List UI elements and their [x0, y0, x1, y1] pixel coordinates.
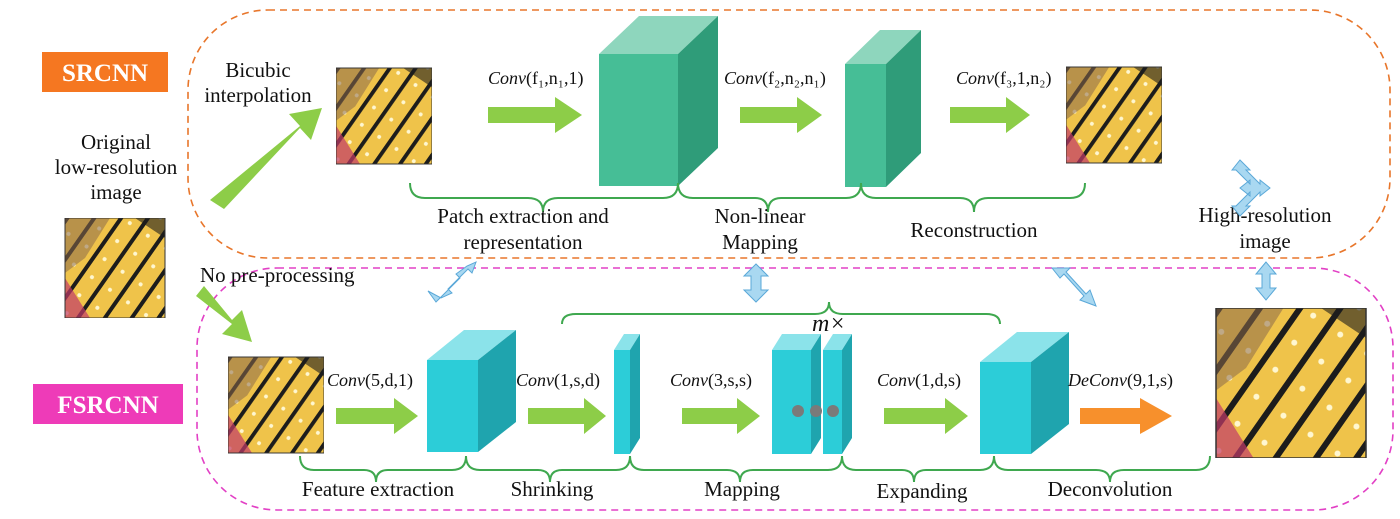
bicubic-arrow	[210, 108, 322, 209]
svg-text:FSRCNN: FSRCNN	[57, 392, 158, 419]
srcnn-bicubic-image	[336, 67, 432, 165]
fsrcnn-stage-expanding: Expanding	[877, 479, 968, 503]
fsrcnn-brace-mapping	[629, 455, 843, 483]
mapping-repeat-brace	[561, 301, 1001, 325]
link-arrow-feature	[427, 261, 477, 303]
fsrcnn-brace-deconv	[993, 455, 1211, 483]
srcnn-output-image	[1066, 66, 1162, 164]
fsrcnn-cube-mapping-1	[772, 334, 821, 454]
fsrcnn-output-image	[1215, 308, 1367, 458]
srcnn-brace-patch	[409, 182, 679, 213]
bicubic-label: Bicubic interpolation	[204, 58, 312, 107]
svg-text:Patch extraction and: Patch extraction and	[437, 204, 609, 228]
fsrcnn-cube-expanding	[980, 332, 1069, 454]
link-arrow-mapping	[742, 263, 770, 303]
srcnn-conv3-arrow	[950, 97, 1030, 133]
srcnn-conv2-arrow	[740, 97, 822, 133]
svg-text:image: image	[90, 180, 141, 204]
svg-text:Non-linear: Non-linear	[715, 204, 806, 228]
fsrcnn-op-3: Conv(3,s,s)	[670, 370, 752, 391]
fsrcnn-cube-feature	[427, 330, 516, 452]
fsrcnn-cube-shrinking	[614, 334, 640, 454]
high-resolution-label: High-resolution image	[1199, 203, 1332, 253]
fsrcnn-op-2: Conv(1,s,d)	[516, 370, 600, 391]
fsrcnn-op-4: Conv(1,d,s)	[877, 370, 961, 391]
srcnn-stage-reconstruction: Reconstruction	[910, 218, 1038, 242]
fsrcnn-conv2-arrow	[528, 398, 606, 434]
fsrcnn-deconv-arrow	[1080, 398, 1172, 434]
mapping-repeat-label: m×	[812, 311, 846, 337]
link-arrow-output	[1254, 261, 1278, 301]
fsrcnn-brace-feature	[299, 455, 467, 483]
svg-text:Bicubic: Bicubic	[225, 58, 290, 82]
srcnn-cube-nonlinear	[845, 30, 921, 187]
srcnn-tag: SRCNN	[42, 52, 168, 92]
fsrcnn-stage-deconv: Deconvolution	[1048, 477, 1173, 501]
srcnn-brace-reconstruction	[860, 182, 1086, 213]
fsrcnn-brace-expanding	[841, 455, 995, 483]
fsrcnn-input-image	[228, 356, 324, 454]
fsrcnn-stage-feature: Feature extraction	[302, 477, 455, 501]
fsrcnn-mapping-dots	[792, 405, 839, 417]
svg-text:representation: representation	[464, 230, 583, 254]
fsrcnn-stage-mapping: Mapping	[704, 477, 780, 501]
svg-text:Original: Original	[81, 130, 151, 154]
fsrcnn-conv1-arrow	[336, 398, 418, 434]
svg-text:SRCNN: SRCNN	[62, 60, 148, 87]
srcnn-stage-patch-extraction: Patch extraction and representation	[437, 204, 609, 254]
svg-text:interpolation: interpolation	[204, 83, 312, 107]
fsrcnn-boundary	[196, 267, 1394, 511]
srcnn-conv1-arrow	[488, 97, 582, 133]
fsrcnn-op-1: Conv(5,d,1)	[327, 370, 413, 391]
srcnn-op-1: Conv(f₁,n₁,1)	[488, 68, 584, 89]
original-lr-image	[64, 218, 166, 318]
svg-text:Mapping: Mapping	[722, 230, 798, 254]
srcnn-op-2: Conv(f₂,n₂,n₁)	[724, 68, 826, 89]
fsrcnn-op-5: DeConv(9,1,s)	[1067, 370, 1173, 391]
srcnn-boundary	[187, 9, 1391, 259]
link-arrow-hr	[1230, 159, 1271, 217]
fsrcnn-tag: FSRCNN	[33, 384, 183, 424]
svg-text:low-resolution: low-resolution	[55, 155, 178, 179]
no-preprocessing-arrow	[196, 286, 252, 342]
fsrcnn-conv3-arrow	[682, 398, 760, 434]
srcnn-brace-nonlinear	[677, 182, 862, 213]
fsrcnn-stage-shrinking: Shrinking	[511, 477, 594, 501]
srcnn-cube-patch-extraction	[599, 16, 718, 186]
svg-text:image: image	[1239, 229, 1290, 253]
fsrcnn-brace-shrinking	[465, 455, 631, 483]
fsrcnn-conv4-arrow	[884, 398, 968, 434]
link-arrow-deconv	[1050, 267, 1097, 307]
svg-text:High-resolution: High-resolution	[1199, 203, 1332, 227]
srcnn-op-3: Conv(f₃,1,n₂)	[956, 68, 1052, 89]
original-image-label: Original low-resolution image	[55, 130, 178, 204]
srcnn-stage-nonlinear: Non-linear Mapping	[715, 204, 806, 254]
fsrcnn-cube-mapping-2	[823, 334, 852, 454]
no-preprocessing-label: No pre-processing	[200, 263, 355, 287]
